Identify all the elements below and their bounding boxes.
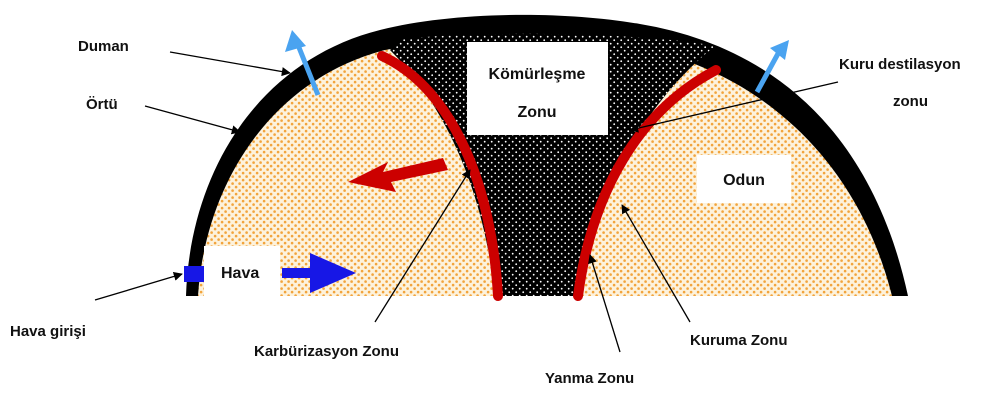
- charring-zone-box: [467, 42, 608, 135]
- label-hava-girisi: Hava girişi: [10, 323, 86, 340]
- label-kuru-destilasyon-line2: zonu: [893, 93, 928, 110]
- label-ortu: Örtü: [86, 96, 118, 113]
- label-komurlesme-line2: Zonu: [517, 104, 556, 121]
- pointer-duman: [170, 52, 290, 73]
- label-komurlesme-line1: Kömürleşme: [489, 66, 586, 83]
- label-duman: Duman: [78, 38, 129, 55]
- label-karburizasyon: Karbürizasyon Zonu: [254, 343, 399, 360]
- pointer-hava-girisi: [95, 274, 182, 300]
- label-odun: Odun: [723, 172, 765, 189]
- label-kuru-destilasyon-line1: Kuru destilasyon: [839, 56, 961, 73]
- label-yanma: Yanma Zonu: [545, 370, 634, 387]
- label-hava: Hava: [221, 265, 259, 282]
- label-kuruma: Kuruma Zonu: [690, 332, 788, 349]
- pointer-ortu: [145, 106, 240, 132]
